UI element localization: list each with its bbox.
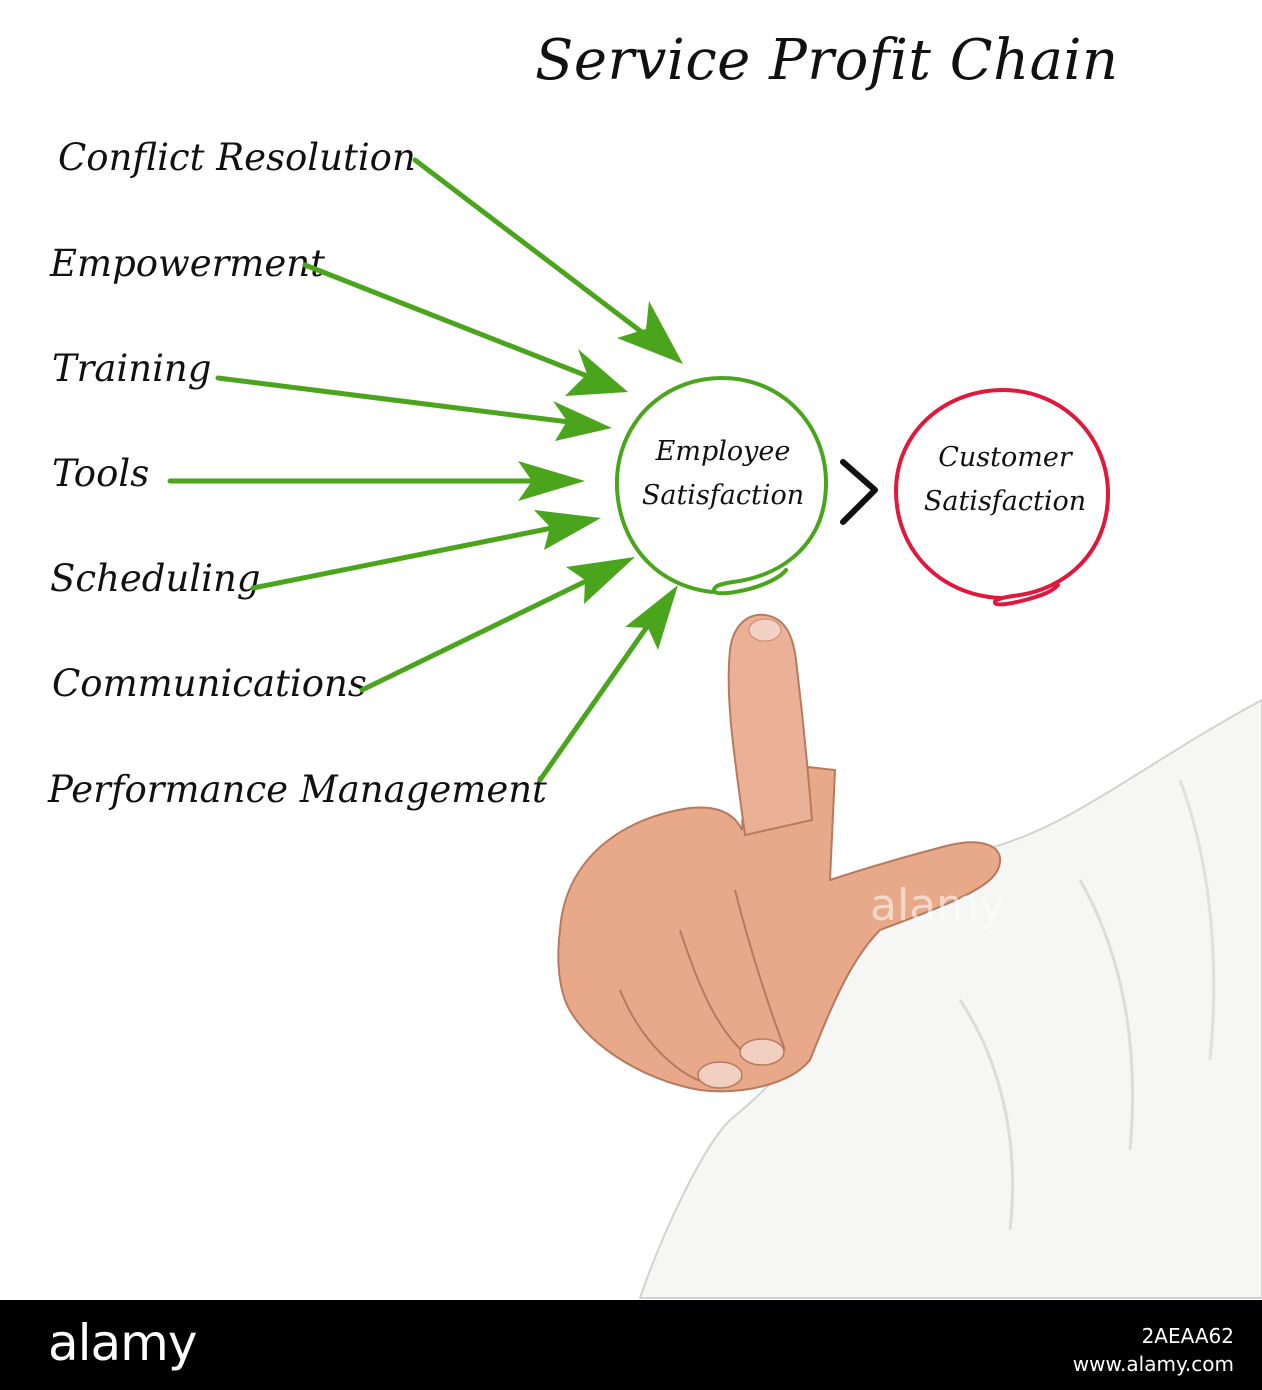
employee-label-line2: Satisfaction (628, 474, 818, 518)
footer-logo: alamy (48, 1314, 196, 1372)
footer-image-id: 2AEAA62 (1142, 1324, 1234, 1348)
watermark: alamy (870, 880, 1005, 931)
connector-chevron (843, 462, 875, 522)
arrow-training (218, 378, 593, 425)
arrowhead-conflict-resolution (617, 301, 683, 364)
pointing-hand-illustration (558, 615, 1262, 1298)
arrow-empowerment (305, 265, 610, 385)
arrow-communications (362, 566, 617, 690)
employee-satisfaction-label: Employee Satisfaction (628, 430, 818, 518)
footer-bar: alamy 2AEAA62 www.alamy.com (0, 1300, 1262, 1390)
diagram-graphics (0, 0, 1262, 1300)
arrow-scheduling (253, 522, 582, 588)
footer-url: www.alamy.com (1073, 1352, 1234, 1376)
customer-label-line2: Satisfaction (905, 480, 1105, 524)
arrowhead-performance-management (625, 585, 678, 650)
arrowhead-communications (566, 557, 635, 604)
customer-label-line1: Customer (905, 436, 1105, 480)
customer-satisfaction-label: Customer Satisfaction (905, 436, 1105, 524)
index-finger (729, 615, 812, 835)
employee-label-line1: Employee (628, 430, 818, 474)
